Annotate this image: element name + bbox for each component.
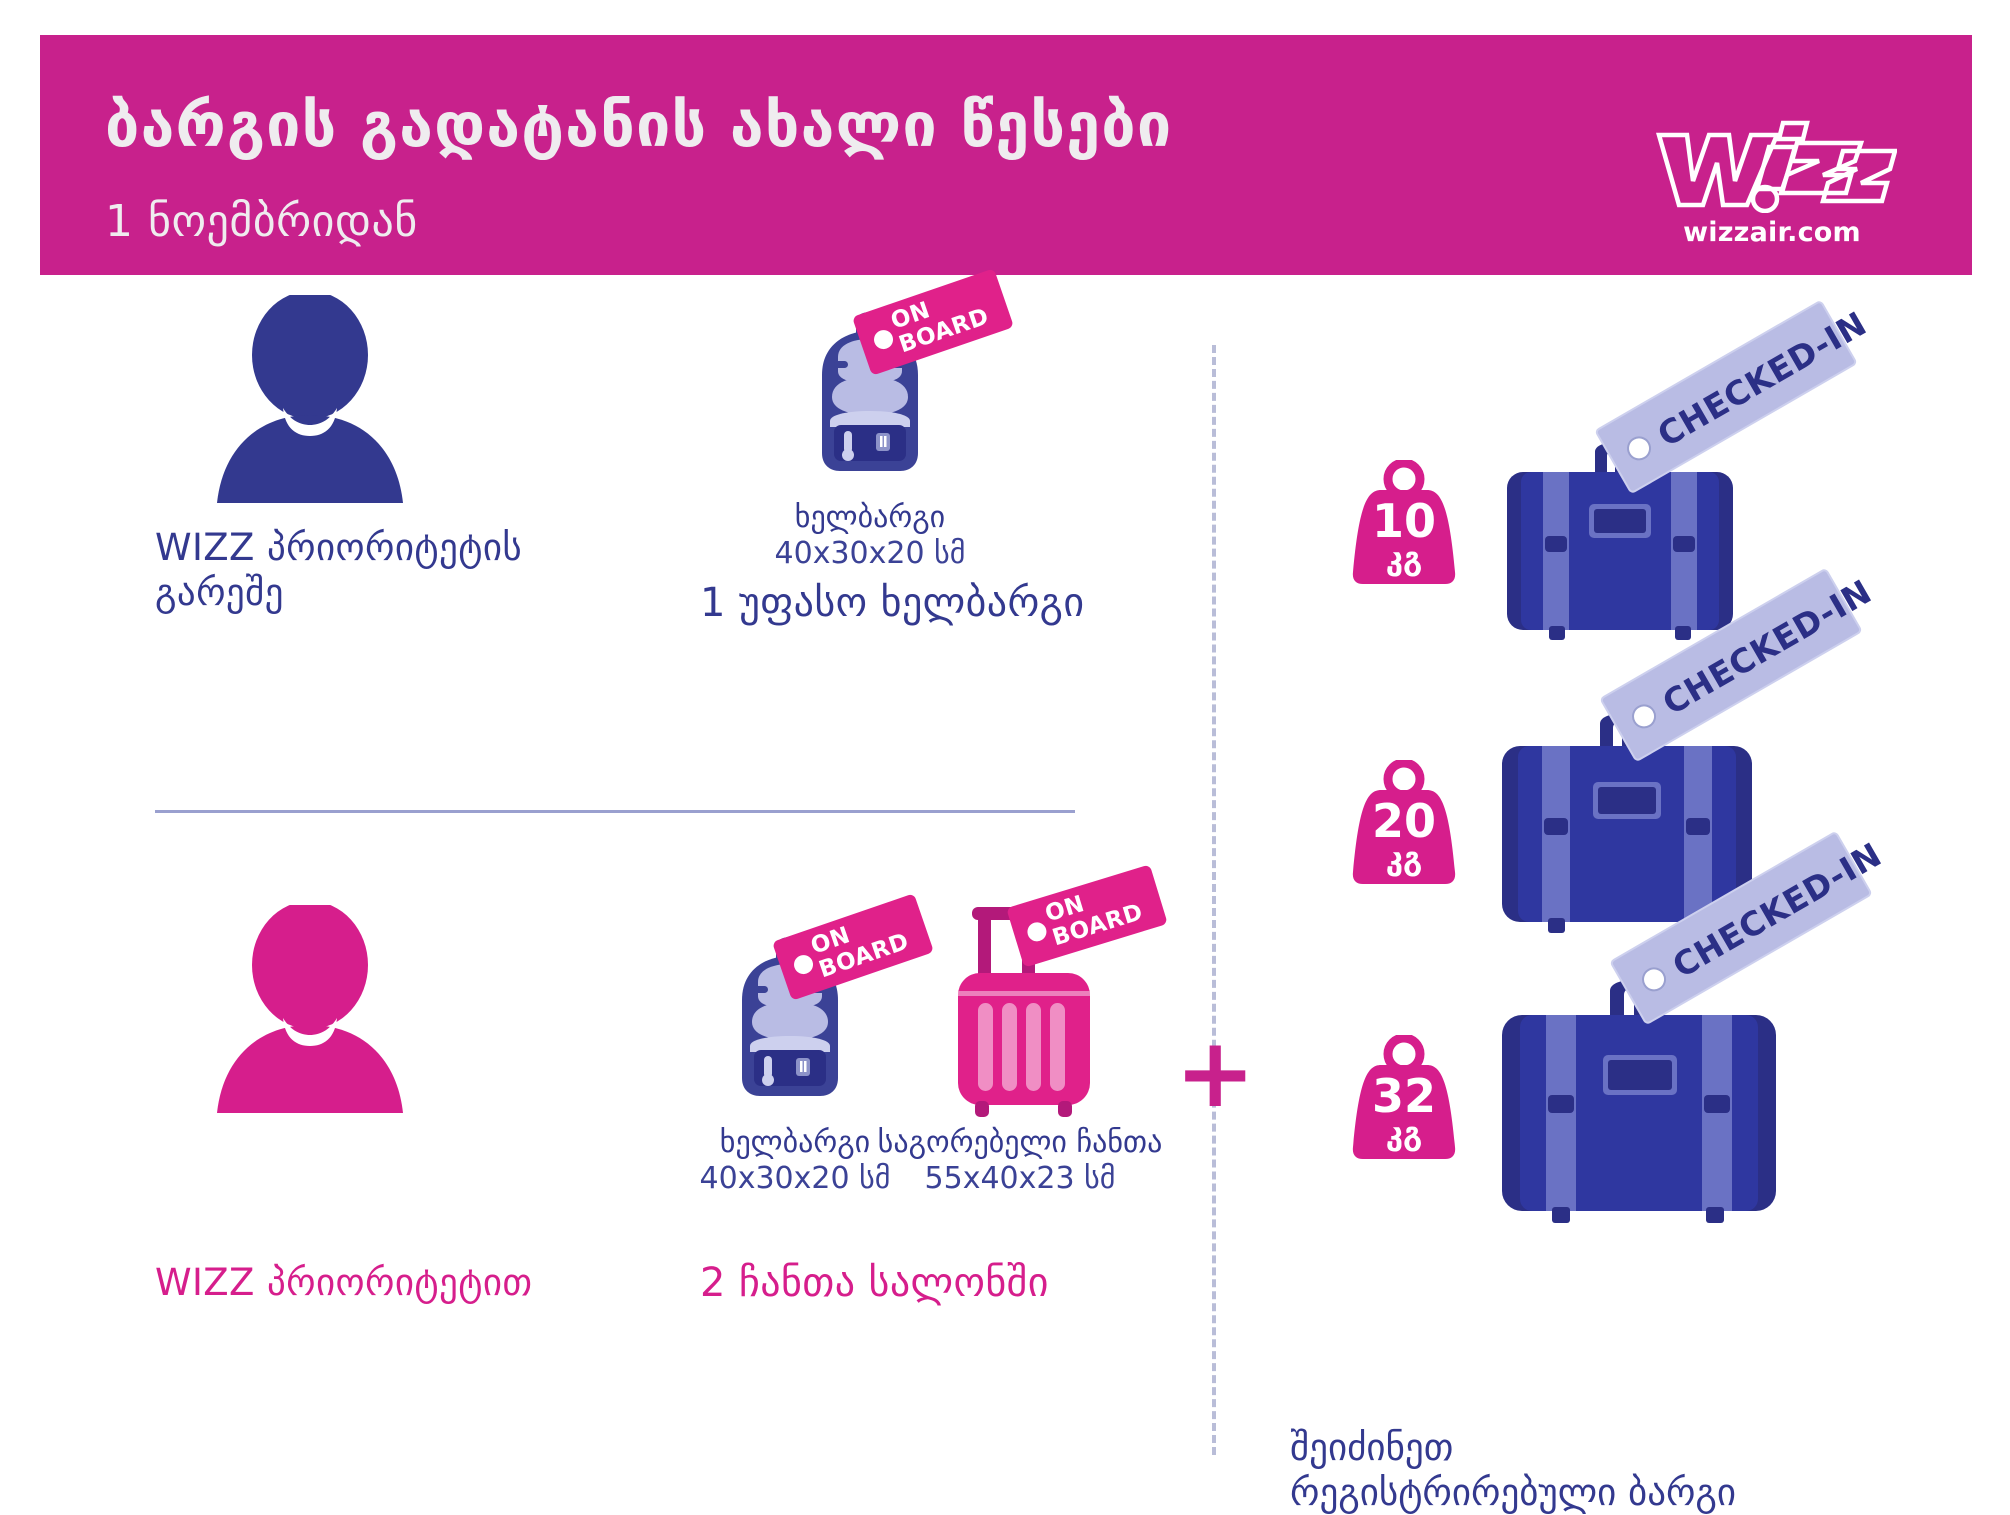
bag-caption-backpack-row2: ხელბარგი 40x30x20 სმ <box>660 1125 930 1197</box>
row-title-no-priority: 1 უფასო ხელბარგი <box>700 580 1085 626</box>
suitcase-icon <box>1502 980 1776 1223</box>
weight-unit: კგ <box>1385 541 1423 577</box>
bag-dimensions: 40x30x20 სმ <box>774 536 966 571</box>
checked-suitcase-10kg: CHECKED-IN <box>1495 299 1873 649</box>
person-icon <box>217 295 403 503</box>
roller-suitcase-icon <box>958 907 1090 1117</box>
section-divider <box>1212 345 1216 1455</box>
logo-url-text: wizzair.com <box>1683 217 1861 248</box>
suitcase-icon <box>1502 714 1752 933</box>
bag-group-backpack-row1: ON BOARD <box>800 268 1015 484</box>
weight-icon <box>1352 1035 1456 1159</box>
tag-hole-icon <box>1627 699 1661 733</box>
weight-icon <box>1352 760 1456 884</box>
page-title: ბარგის გადატანის ახალი წესები <box>105 90 1173 161</box>
tag-hole-icon <box>1637 962 1671 996</box>
tag-hole-icon <box>871 327 896 352</box>
bag-dimensions: 40x30x20 სმ <box>699 1161 891 1196</box>
checked-suitcase-20kg: CHECKED-IN <box>1490 567 1878 944</box>
weight-value: 20 <box>1371 794 1436 848</box>
checked-suitcase-32kg: CHECKED-IN <box>1490 830 1888 1231</box>
weight-unit: კგ <box>1385 1116 1423 1152</box>
person-no-priority <box>205 295 415 510</box>
wizzair-logo[interactable]: wizzair.com <box>1647 113 1897 253</box>
row-divider <box>155 810 1075 813</box>
tag-hole-icon <box>791 952 816 977</box>
weight-value: 32 <box>1371 1069 1436 1123</box>
bag-caption-row1: ხელბარგი 40x30x20 სმ <box>725 500 1015 572</box>
wizz-wordmark-icon <box>1656 120 1897 213</box>
weight-badge-32kg: 32 კგ <box>1345 1035 1463 1163</box>
suitcase-icon <box>1507 443 1733 640</box>
row-title-with-priority: 2 ჩანთა სალონში <box>700 1260 1049 1306</box>
weight-icon <box>1352 460 1456 584</box>
tag-hole-icon <box>1622 431 1656 465</box>
bag-caption-roller-row2: საგორებელი ჩანთა 55x40x23 სმ <box>855 1125 1185 1197</box>
checked-in-tag-label: CHECKED-IN <box>1650 303 1874 455</box>
checked-baggage-caption: შეიძინეთ რეგისტრირებული ბარგი <box>1290 1426 1737 1515</box>
bag-dimensions: 55x40x23 სმ <box>924 1161 1116 1196</box>
bag-name: საგორებელი ჩანთა <box>877 1125 1163 1160</box>
bag-name: ხელბარგი <box>794 500 946 535</box>
bag-group-backpack-row2: ON BOARD <box>720 893 935 1109</box>
weight-badge-10kg: 10 კგ <box>1345 460 1463 588</box>
weight-badge-20kg: 20 კგ <box>1345 760 1463 888</box>
header-banner: ბარგის გადატანის ახალი წესები 1 ნოემბრიდ… <box>40 35 1972 275</box>
bag-group-roller-row2: ON BOARD <box>930 864 1168 1129</box>
bag-name: ხელბარგი <box>719 1125 871 1160</box>
on-board-tag-label: ON BOARD <box>1042 890 1147 952</box>
plus-symbol: + <box>1175 1017 1256 1129</box>
person-label-no-priority: WIZZ პრიორიტეტის გარეშე <box>155 526 523 615</box>
content-stage: + WIZZ პრიორიტეტის გარეშე <box>0 268 2010 1514</box>
weight-value: 10 <box>1371 494 1436 548</box>
weight-unit: კგ <box>1385 841 1423 877</box>
tag-hole-icon <box>1025 919 1049 944</box>
person-label-with-priority: WIZZ პრიორიტეტით <box>155 1261 533 1304</box>
person-icon <box>217 905 403 1113</box>
person-with-priority <box>205 905 415 1120</box>
page-subtitle: 1 ნოემბრიდან <box>105 196 418 247</box>
on-board-tag-label: ON BOARD <box>807 922 913 984</box>
on-board-tag-label: ON BOARD <box>887 297 993 359</box>
